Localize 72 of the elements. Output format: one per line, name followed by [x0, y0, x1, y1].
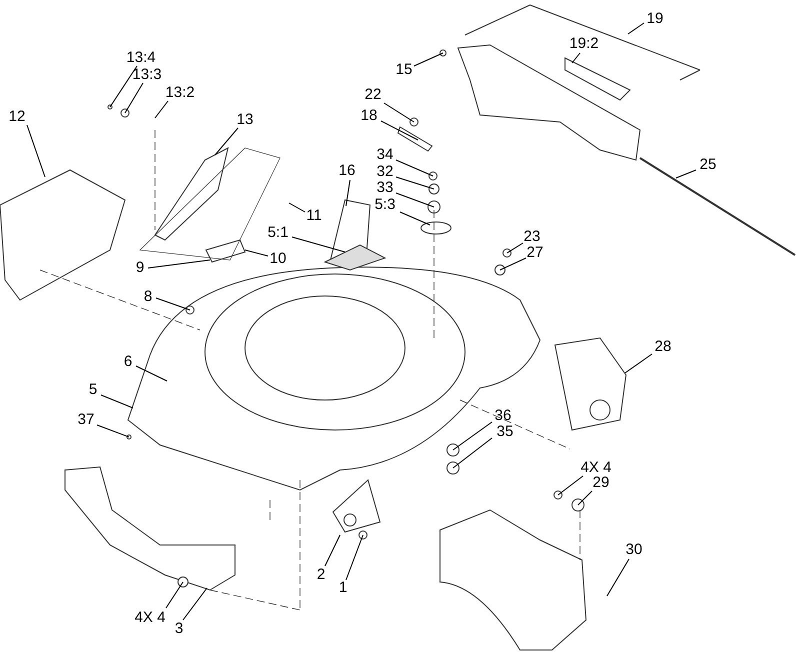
leader-line	[624, 354, 652, 374]
callout-number: 11	[306, 208, 322, 224]
leader-line	[324, 534, 340, 566]
leader-line	[288, 202, 306, 212]
callout-number: 5:1	[268, 225, 288, 241]
leader-line	[96, 424, 130, 438]
callout-number: 19:2	[569, 36, 599, 52]
leader-line	[292, 236, 346, 252]
callout-number: 4X 4	[580, 460, 612, 476]
leader-line	[100, 394, 134, 408]
leader-line	[452, 422, 492, 450]
callout-number: 15	[396, 62, 412, 78]
callout-number: 10	[270, 251, 286, 267]
leader-line	[380, 120, 418, 140]
leader-line	[110, 66, 138, 108]
leader-line	[396, 192, 434, 208]
callout-number: 28	[654, 339, 672, 355]
leader-line	[400, 212, 430, 226]
leader-line	[154, 100, 168, 118]
callout-number: 8	[144, 289, 152, 305]
leader-line	[136, 366, 168, 382]
leader-line	[346, 180, 350, 206]
callout-number: 16	[338, 163, 356, 179]
leader-line	[396, 176, 434, 190]
leader-line	[346, 534, 364, 580]
callout-number: 27	[526, 245, 544, 261]
leader-line	[156, 298, 190, 310]
callout-number: 5	[88, 382, 98, 398]
leader-line	[148, 260, 210, 268]
callout-number: 30	[626, 542, 642, 558]
leader-line	[500, 258, 526, 270]
leader-line	[244, 250, 268, 256]
callout-number: 3	[174, 621, 184, 637]
leader-line	[384, 102, 414, 122]
leader-line	[676, 170, 696, 178]
callout-number: 12	[8, 109, 26, 125]
leader-line	[452, 438, 492, 468]
leader-line	[606, 558, 630, 596]
callout-number: 13:3	[132, 67, 162, 83]
callout-number: 4X 4	[134, 610, 166, 626]
callout-number: 25	[700, 157, 716, 173]
leader-line	[396, 160, 434, 176]
callout-number: 9	[136, 260, 144, 276]
callout-number: 2	[316, 567, 326, 583]
callout-number: 29	[592, 475, 610, 491]
leader-line	[578, 490, 592, 506]
callout-number: 1	[338, 580, 348, 596]
leader-line	[26, 124, 46, 178]
callout-number: 35	[496, 424, 514, 440]
leader-line	[214, 128, 238, 156]
callout-number: 32	[376, 164, 394, 180]
callout-number: 19	[646, 11, 664, 27]
callout-number: 33	[376, 180, 394, 196]
leader-line	[558, 476, 584, 496]
callout-number: 37	[78, 412, 94, 428]
leader-line	[182, 588, 208, 620]
callout-number: 5:3	[374, 197, 396, 213]
callout-number: 13:4	[126, 50, 156, 66]
callout-number: 34	[376, 147, 394, 163]
callout-number: 18	[360, 108, 378, 124]
callout-number: 13:2	[165, 85, 195, 101]
leader-line	[414, 52, 444, 66]
callout-number: 13	[236, 112, 254, 128]
leader-line	[506, 242, 524, 254]
callout-number: 6	[124, 354, 132, 370]
leader-line	[572, 52, 580, 64]
leader-line	[124, 82, 144, 114]
callout-number: 22	[364, 87, 382, 103]
callout-number: 23	[524, 229, 540, 245]
leader-line	[628, 22, 644, 34]
callout-number: 36	[494, 408, 512, 424]
leader-line	[166, 582, 184, 608]
